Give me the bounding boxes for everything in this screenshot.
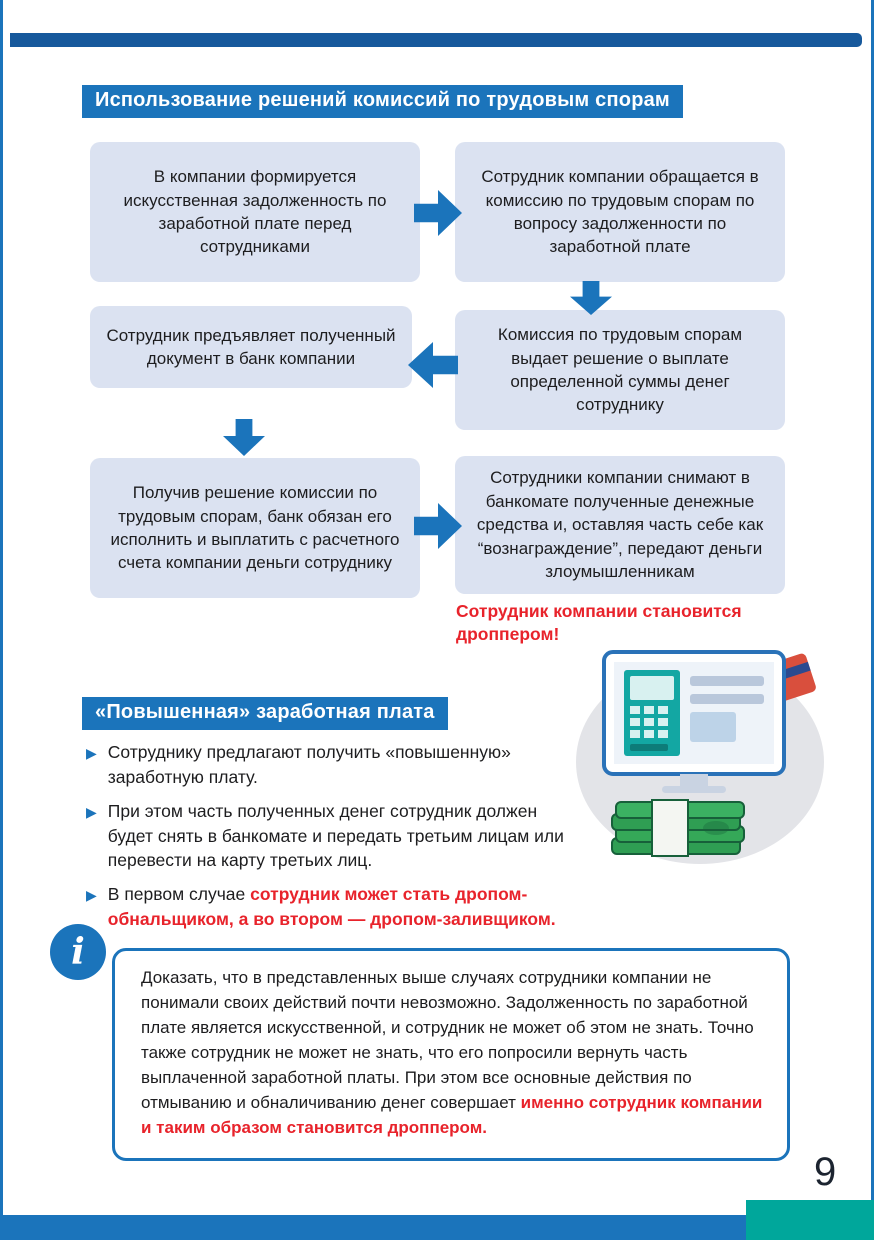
page-number: 9	[814, 1150, 837, 1194]
info-text-highlight: именно сотрудник компании и таким образо…	[141, 1092, 763, 1137]
flow-step-1: В компании формируется искусственная зад…	[90, 142, 420, 282]
info-box: Доказать, что в представленных выше случ…	[112, 948, 790, 1161]
flow-step-2: Сотрудник компании обращается в комиссию…	[455, 142, 785, 282]
list-item: ▶ Сотруднику предлагают получить «повыше…	[86, 740, 578, 790]
flow-arrow-left-icon	[408, 342, 458, 388]
flow-step-5: Получив решение комиссии по трудовым спо…	[90, 458, 420, 598]
info-icon: i	[50, 924, 106, 980]
flow-step-6: Сотрудники компании снимают в банкомате …	[455, 456, 785, 594]
bottom-rule	[0, 1215, 874, 1240]
flow-arrow-down-icon	[223, 419, 265, 456]
section-title-labor-commissions: Использование решений комиссий по трудов…	[82, 85, 683, 118]
bullet-arrow-icon: ▶	[86, 745, 97, 761]
section-title-raised-salary: «Повышенная» заработная плата	[82, 697, 448, 730]
bullet-text: В первом случае сотрудник может стать др…	[108, 882, 578, 932]
bullet-arrow-icon: ▶	[86, 803, 97, 820]
top-rule	[10, 33, 862, 47]
right-edge-rule	[871, 0, 874, 1240]
info-text-normal: Доказать, что в представленных выше случ…	[141, 968, 754, 1112]
bullet-text-normal: Сотруднику предлагают получить «повышенн…	[107, 742, 511, 787]
teal-accent-block	[746, 1200, 874, 1240]
bullet-text: Сотруднику предлагают получить «повышенн…	[108, 740, 578, 790]
bullet-text-normal: В первом случае	[107, 884, 251, 905]
bullet-list: ▶ Сотруднику предлагают получить «повыше…	[86, 740, 578, 941]
left-edge-rule	[0, 0, 3, 1240]
bullet-arrow-icon: ▶	[86, 887, 97, 904]
list-item: ▶ При этом часть полученных денег сотруд…	[86, 799, 578, 874]
list-item: ▶ В первом случае сотрудник может стать …	[86, 882, 578, 932]
flow-step-3: Сотрудник предъявляет полученный докумен…	[90, 306, 412, 388]
computer-money-illustration	[576, 650, 824, 864]
bullet-text-normal: При этом часть полученных денег сотрудни…	[107, 800, 564, 871]
dropper-warning-text: Сотрудник компании становится дроппером!	[456, 601, 742, 644]
flow-step-4: Комиссия по трудовым спорам выдает решен…	[455, 310, 785, 430]
bullet-text-highlight: сотрудник может стать дропом-обнальщиком…	[107, 884, 556, 930]
bullet-text: При этом часть полученных денег сотрудни…	[108, 799, 578, 874]
